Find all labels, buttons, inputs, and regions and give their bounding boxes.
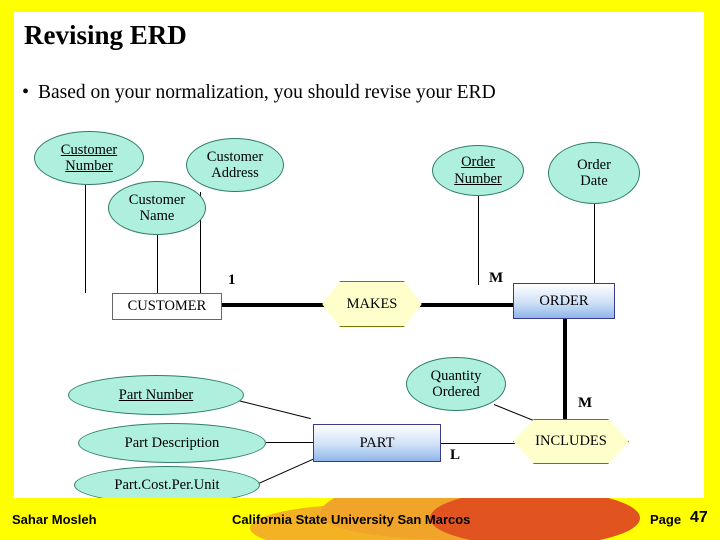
attribute-customer-number-line2: Number <box>65 158 113 174</box>
attribute-customer-name: Customer Name <box>108 181 206 235</box>
attribute-order-number-line2: Number <box>454 170 502 187</box>
attribute-quantity-ordered-line1: Quantity <box>430 367 482 384</box>
attribute-customer-address-line1: Customer <box>206 148 264 165</box>
footer-page-number: 47 <box>690 509 708 526</box>
relationship-makes: MAKES <box>322 281 422 327</box>
line-order-date-to-order <box>594 204 595 285</box>
attribute-customer-number: Customer Number <box>34 131 144 185</box>
footer-band <box>0 498 720 540</box>
footer-decorative-blob-b <box>430 498 640 540</box>
cardinality-makes-customer-side: 1 <box>228 272 236 288</box>
line-order-to-includes <box>563 319 567 419</box>
attribute-part-description-label: Part Description <box>124 434 220 451</box>
attribute-part-description: Part Description <box>78 423 266 463</box>
entity-customer: CUSTOMER <box>112 293 222 320</box>
decorative-right-bar <box>704 0 720 498</box>
line-makes-to-order <box>418 303 513 307</box>
attribute-order-number: Order Number <box>432 145 524 196</box>
line-part-cost-to-part <box>253 456 319 486</box>
line-part-to-includes <box>441 443 515 444</box>
relationship-includes: INCLUDES <box>513 419 629 464</box>
line-customer-address-to-customer <box>200 192 201 293</box>
footer-author: Sahar Mosleh <box>12 512 97 527</box>
entity-order: ORDER <box>513 283 615 319</box>
attribute-part-cost-per-unit: Part.Cost.Per.Unit <box>74 466 260 504</box>
cardinality-makes-order-side: M <box>489 270 504 286</box>
attribute-customer-name-line1: Customer <box>128 191 186 208</box>
cardinality-includes-order-side: M <box>578 395 593 411</box>
entity-customer-label: CUSTOMER <box>127 298 207 314</box>
line-part-number-to-part <box>237 400 311 420</box>
attribute-customer-address: Customer Address <box>186 138 284 192</box>
decorative-top-bar <box>0 0 720 12</box>
bullet-item: • Based on your normalization, you shoul… <box>22 82 496 104</box>
attribute-customer-address-line2: Address <box>211 165 259 181</box>
slide-content-panel <box>14 12 704 498</box>
entity-part: PART <box>313 424 441 462</box>
line-customer-number-to-customer <box>85 185 86 293</box>
line-order-number-to-order <box>478 196 479 285</box>
attribute-customer-number-line1: Customer <box>60 141 118 158</box>
attribute-order-date-line2: Date <box>580 173 608 189</box>
bullet-text: Based on your normalization, you should … <box>38 82 496 103</box>
attribute-part-number-label: Part Number <box>118 386 194 403</box>
entity-order-label: ORDER <box>539 292 589 309</box>
line-part-description-to-part <box>266 442 313 443</box>
relationship-includes-label: INCLUDES <box>535 433 607 449</box>
relationship-makes-label: MAKES <box>346 295 398 312</box>
page-title: Revising ERD <box>24 20 187 50</box>
attribute-quantity-ordered-line2: Ordered <box>432 384 480 400</box>
cardinality-includes-part-side: L <box>450 447 461 463</box>
footer-page-label: Page <box>650 512 682 527</box>
attribute-part-cost-per-unit-label: Part.Cost.Per.Unit <box>114 476 220 493</box>
bullet-dot-icon: • <box>22 81 30 103</box>
attribute-order-date-line1: Order <box>577 156 611 173</box>
attribute-order-number-line1: Order <box>461 154 495 171</box>
attribute-order-date: Order Date <box>548 142 640 204</box>
erd-diagram: Customer Number Customer Address Custome… <box>34 131 640 504</box>
line-customer-to-makes <box>222 303 330 307</box>
attribute-part-number: Part Number <box>68 375 244 415</box>
footer-institution: California State University San Marcos <box>232 512 471 527</box>
decorative-left-bar <box>0 0 14 498</box>
attribute-customer-name-line2: Name <box>139 208 175 224</box>
attribute-quantity-ordered: Quantity Ordered <box>406 357 506 411</box>
line-customer-name-to-customer <box>157 235 158 293</box>
entity-part-label: PART <box>359 434 395 451</box>
